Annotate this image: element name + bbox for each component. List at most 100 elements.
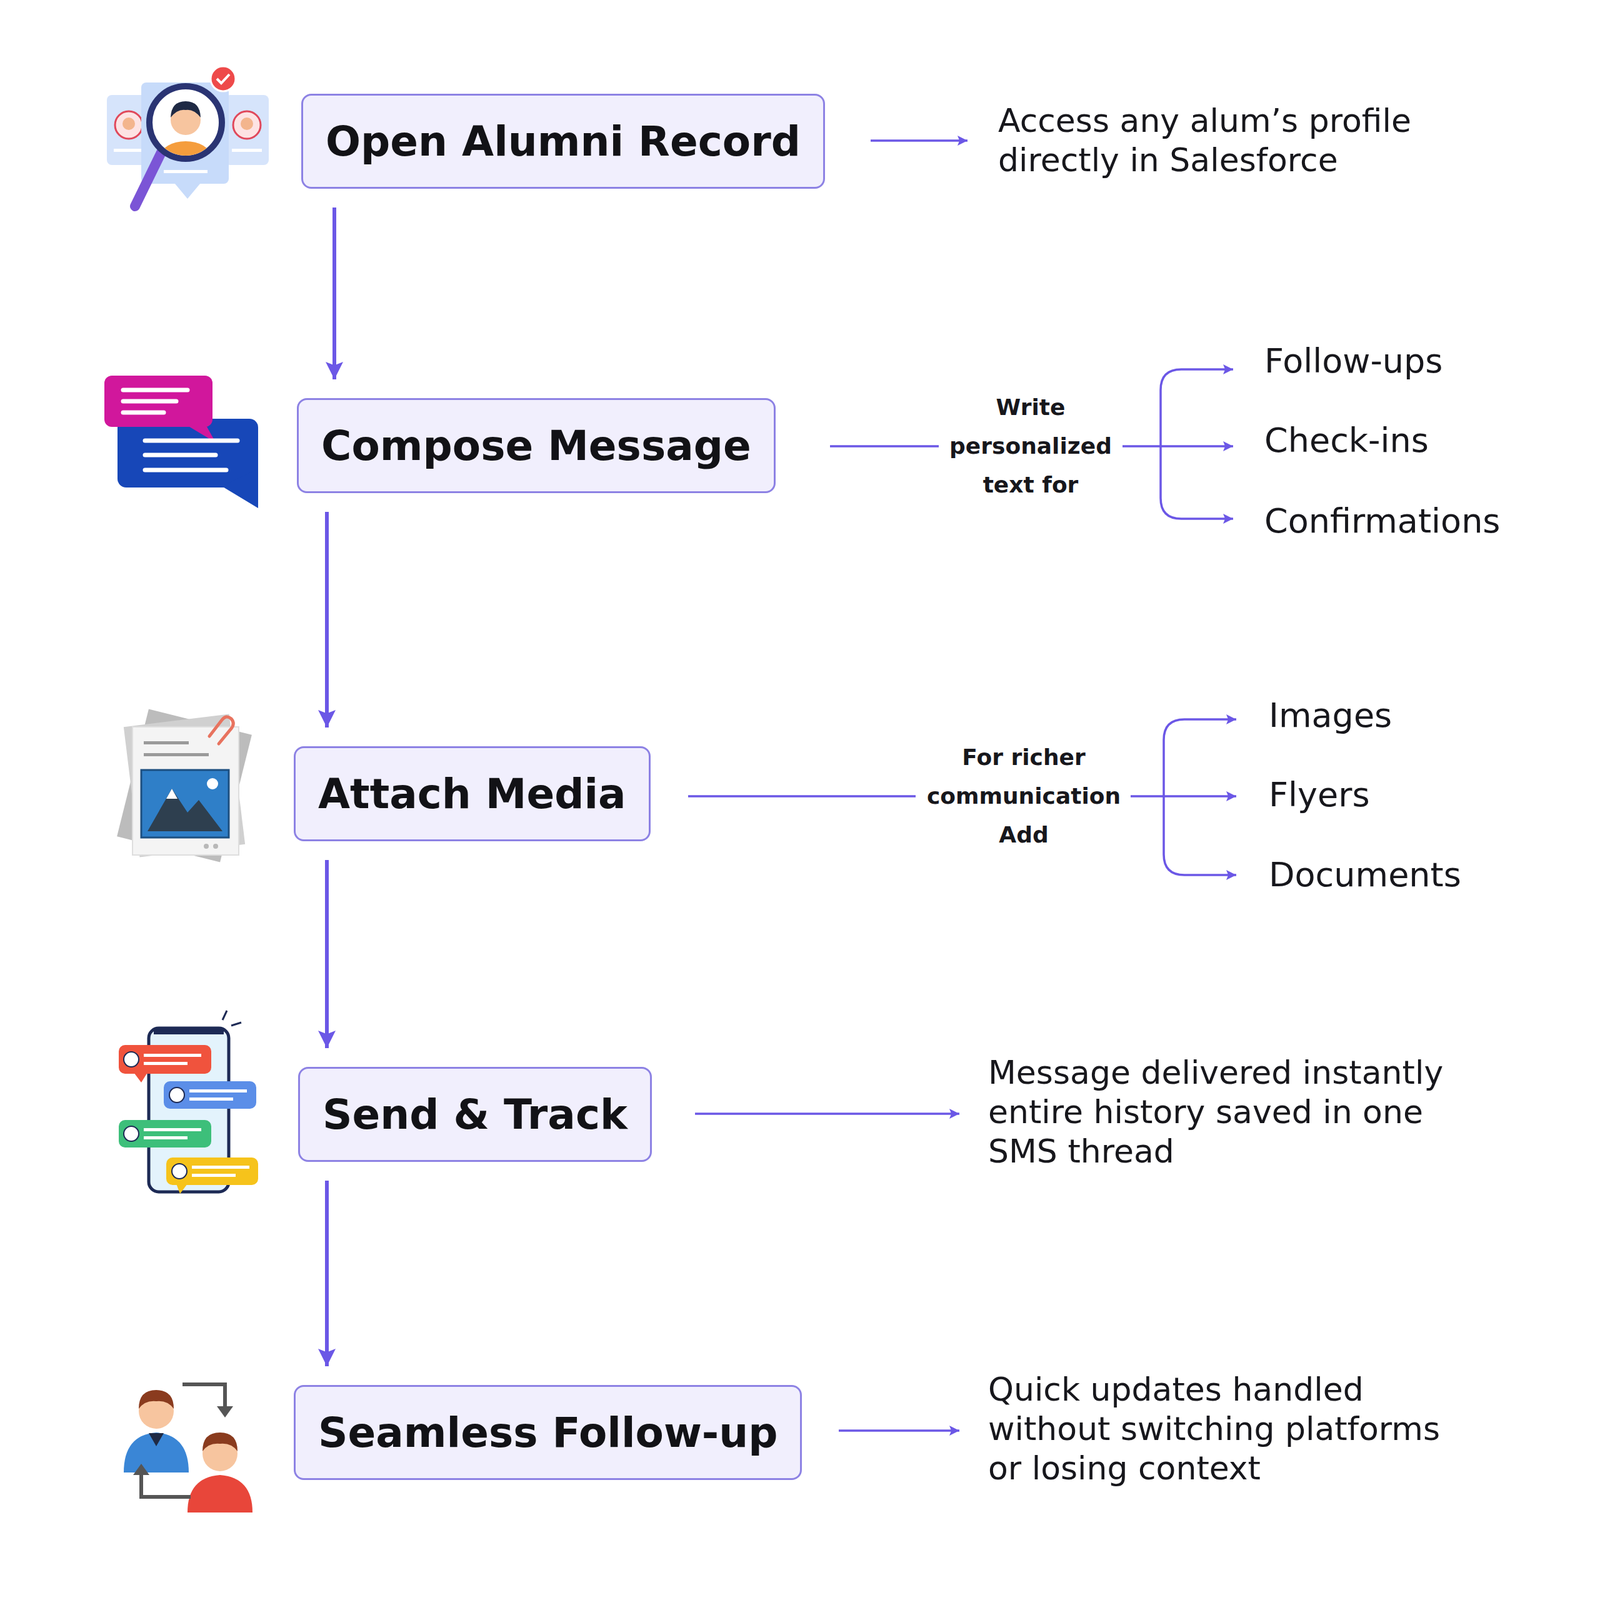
mountain — [147, 788, 223, 832]
annotation-text: Flyers — [1268, 774, 1370, 816]
phone-bar — [153, 1028, 224, 1035]
flow-arrow — [332, 207, 337, 380]
text-line — [191, 1173, 236, 1177]
annotation-text: Documents — [1268, 854, 1462, 896]
annotation-text: Images — [1268, 695, 1392, 737]
text-line — [143, 1061, 188, 1065]
box-title: Compose Message — [321, 421, 752, 470]
annotation-text: Quick updates handled without switching … — [988, 1370, 1470, 1489]
leader-arrow — [870, 139, 968, 142]
paperclip — [209, 716, 234, 744]
text-line — [191, 1165, 250, 1169]
bubble-tail — [221, 468, 259, 509]
person-hair — [138, 1390, 174, 1409]
check-mark — [216, 74, 230, 84]
text-line — [189, 1089, 247, 1093]
person-shirt — [160, 141, 211, 172]
text-line — [143, 1136, 188, 1140]
chat-bubble — [117, 418, 259, 488]
bubble-tail — [176, 1183, 188, 1194]
avatar-face — [122, 117, 135, 130]
chat-bubble — [104, 375, 213, 427]
text-line — [145, 453, 216, 458]
text-line — [145, 468, 227, 473]
phone-chat-icon — [118, 1010, 259, 1194]
process-box: Compose Message — [296, 398, 776, 494]
process-box: Attach Media — [293, 746, 651, 842]
line-label: Write personalized text for — [933, 388, 1128, 505]
image-frame — [141, 770, 229, 838]
avatar — [123, 1126, 139, 1142]
check-badge — [210, 66, 236, 92]
box-title: Attach Media — [318, 770, 627, 819]
chat-bubble — [118, 1120, 212, 1148]
follow-up-icon — [123, 1384, 253, 1513]
front-page — [132, 726, 239, 855]
chat-bubble — [118, 1045, 212, 1074]
person-hair — [202, 1432, 238, 1452]
avatar — [115, 111, 143, 139]
dot — [213, 843, 219, 849]
arrow-head — [133, 1463, 150, 1475]
exchange-arrow — [141, 1472, 191, 1497]
magnifier-handle — [135, 152, 162, 207]
chat-bubble — [166, 1157, 259, 1185]
text-line — [143, 1128, 202, 1132]
annotation-text: Confirmations — [1264, 500, 1501, 542]
message-icon — [104, 375, 259, 509]
card-line — [113, 148, 144, 152]
text-line — [123, 410, 164, 415]
card-line — [163, 170, 208, 174]
avatar — [169, 1087, 185, 1103]
flow-arrow — [325, 860, 329, 1049]
text-line — [123, 388, 188, 393]
sun — [206, 778, 219, 790]
person-body — [187, 1475, 253, 1513]
leader-arrow — [1130, 795, 1237, 798]
leader-arrow — [838, 1429, 960, 1432]
flow-arrow — [325, 1180, 329, 1367]
leader-arrow — [695, 1112, 960, 1115]
process-box: Send & Track — [298, 1066, 652, 1162]
avatar-face — [240, 117, 254, 130]
text-line — [143, 1053, 202, 1057]
spark — [222, 1010, 242, 1026]
card-line — [231, 148, 262, 152]
avatar — [123, 1051, 139, 1067]
annotation-text: Check-ins — [1264, 420, 1429, 462]
box-title: Seamless Follow-up — [318, 1408, 778, 1457]
profile-search-icon — [106, 66, 269, 207]
back-page — [116, 709, 252, 863]
bracket-arrow — [1163, 796, 1237, 875]
text-line — [189, 1097, 234, 1101]
bracket-arrow — [1163, 719, 1237, 797]
text-line — [123, 399, 177, 404]
exchange-arrow — [182, 1384, 225, 1409]
back-page — [123, 713, 245, 857]
process-box: Open Alumni Record — [301, 93, 825, 189]
leader-arrow — [1122, 445, 1234, 448]
text-line — [143, 741, 189, 745]
box-title: Open Alumni Record — [325, 117, 801, 166]
line-label: For richer communication Add — [917, 738, 1130, 855]
media-icon — [116, 709, 252, 863]
process-box: Seamless Follow-up — [293, 1385, 802, 1480]
leader-line — [688, 795, 916, 798]
text-line — [143, 753, 209, 757]
text-line — [145, 438, 238, 444]
flow-arrow — [325, 511, 329, 728]
person-body — [123, 1432, 189, 1473]
avatar — [233, 111, 261, 139]
bracket-arrow — [1160, 446, 1234, 519]
annotation-text: Message delivered instantly entire histo… — [988, 1053, 1470, 1172]
arrow-head — [216, 1406, 234, 1418]
snow-cap — [166, 788, 178, 799]
person-collar — [148, 1433, 164, 1447]
leader-line — [830, 445, 939, 448]
box-title: Send & Track — [322, 1090, 628, 1139]
chat-bubble — [163, 1081, 257, 1109]
avatar — [171, 1163, 187, 1179]
annotation-text: Follow-ups — [1264, 340, 1444, 382]
annotation-text: Access any alum’s profile directly in Sa… — [998, 101, 1480, 180]
